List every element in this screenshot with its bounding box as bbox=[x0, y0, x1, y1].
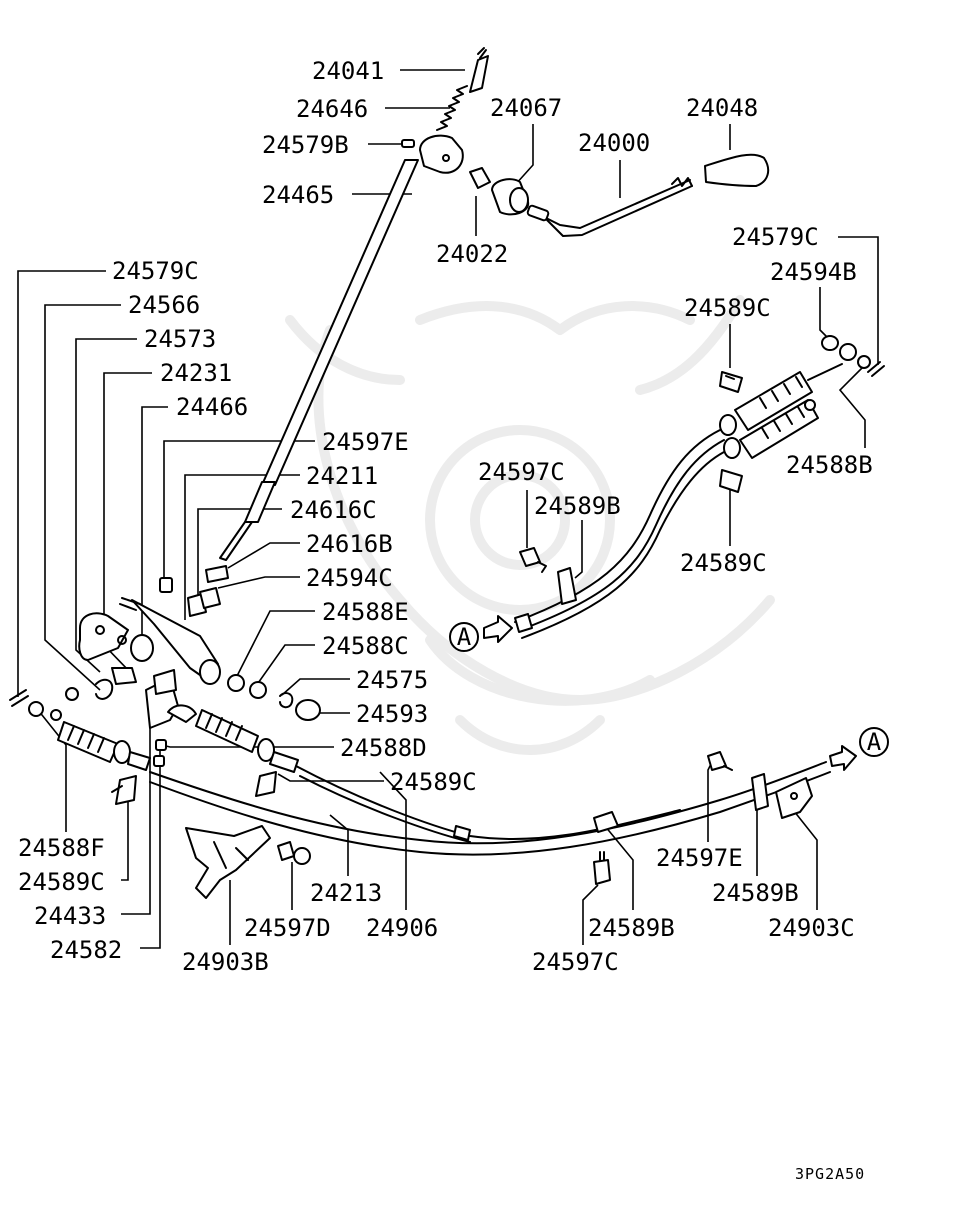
part-24903C-bracket bbox=[775, 777, 813, 819]
label-24646: 24646 bbox=[296, 95, 368, 123]
label-24588F: 24588F bbox=[18, 834, 105, 862]
label-24589C-right-bottom: 24589C bbox=[680, 549, 767, 577]
part-24041-shaft-tip bbox=[469, 47, 489, 93]
label-24616C: 24616C bbox=[290, 496, 377, 524]
part-24594B-bushing bbox=[821, 335, 857, 361]
label-24000: 24000 bbox=[578, 129, 650, 157]
part-24616B-collar bbox=[205, 565, 229, 583]
part-24575-clip bbox=[279, 692, 294, 709]
part-24589C-clip-left-bottom bbox=[111, 775, 137, 805]
label-24593: 24593 bbox=[356, 700, 428, 728]
part-24597E-bolt-mid bbox=[159, 577, 173, 593]
label-24597E-mid: 24597E bbox=[322, 428, 409, 456]
part-24597C-bolt-mid bbox=[519, 547, 547, 573]
label-24022: 24022 bbox=[436, 240, 508, 268]
label-24588B: 24588B bbox=[786, 451, 873, 479]
watermark-emblem bbox=[285, 295, 775, 755]
label-24466: 24466 bbox=[176, 393, 248, 421]
part-24589C-clip-center bbox=[255, 771, 277, 797]
label-24579B: 24579B bbox=[262, 131, 349, 159]
part-24465-shift-lever bbox=[219, 134, 464, 561]
label-24589C-center: 24589C bbox=[390, 768, 477, 796]
ref-marker-mid: A bbox=[449, 615, 513, 652]
label-24433: 24433 bbox=[34, 902, 106, 930]
part-24433-bracket bbox=[145, 669, 179, 729]
diagram-code: 3PG2A50 bbox=[795, 1165, 865, 1183]
label-24588C: 24588C bbox=[322, 632, 409, 660]
part-24466-bushing bbox=[130, 634, 154, 662]
part-24589C-clip-lower bbox=[719, 469, 743, 493]
label-24589B-bottom: 24589B bbox=[588, 914, 675, 942]
part-24597D-bolt bbox=[277, 841, 311, 865]
label-24211: 24211 bbox=[306, 462, 378, 490]
label-24573: 24573 bbox=[144, 325, 216, 353]
label-24594B: 24594B bbox=[770, 258, 857, 286]
label-24213: 24213 bbox=[310, 879, 382, 907]
part-24588C-washer bbox=[249, 681, 267, 699]
part-24589B-bracket-bottom bbox=[593, 811, 619, 833]
label-24589B-right: 24589B bbox=[712, 879, 799, 907]
ref-marker-mid-label: A bbox=[457, 623, 472, 651]
label-24903C: 24903C bbox=[768, 914, 855, 942]
part-24000-lever-rod bbox=[526, 177, 693, 237]
part-24589B-bracket-mid bbox=[557, 567, 577, 605]
part-24597C-bolt-bottom bbox=[593, 851, 611, 885]
part-24903B-bracket bbox=[185, 825, 271, 899]
part-24231-pin bbox=[65, 667, 137, 701]
label-24465: 24465 bbox=[262, 181, 334, 209]
label-24566: 24566 bbox=[128, 291, 200, 319]
label-24594C: 24594C bbox=[306, 564, 393, 592]
part-24579B-pin bbox=[401, 139, 415, 148]
part-24048-knob bbox=[704, 153, 770, 187]
part-cable-boot-left bbox=[57, 721, 151, 771]
part-24588E-washer bbox=[227, 674, 245, 692]
label-24588D: 24588D bbox=[340, 734, 427, 762]
ref-marker-right: A bbox=[829, 727, 889, 771]
part-24589B-bracket-right bbox=[751, 773, 769, 811]
label-24589C-right-top: 24589C bbox=[684, 294, 771, 322]
part-24597E-bolt-right bbox=[707, 751, 733, 771]
part-24588F-washer bbox=[28, 701, 62, 721]
part-24593-bushing bbox=[295, 699, 321, 721]
label-24597E-right: 24597E bbox=[656, 844, 743, 872]
leader-lines bbox=[17, 69, 879, 949]
part-24067-boot bbox=[491, 178, 530, 216]
label-24231: 24231 bbox=[160, 359, 232, 387]
label-24579C-top-right: 24579C bbox=[732, 223, 819, 251]
ref-marker-right-label: A bbox=[867, 728, 882, 756]
label-24589C-left-bottom: 24589C bbox=[18, 868, 105, 896]
part-24589C-clip-upper bbox=[719, 371, 743, 393]
label-24597C-bottom: 24597C bbox=[532, 948, 619, 976]
part-24566-lever bbox=[78, 612, 129, 661]
part-cable-boot-center bbox=[167, 704, 299, 773]
part-24594C-bushing bbox=[199, 587, 221, 609]
label-24067: 24067 bbox=[490, 94, 562, 122]
label-24597C-mid: 24597C bbox=[478, 458, 565, 486]
label-24597D: 24597D bbox=[244, 914, 331, 942]
part-24588B-washer bbox=[857, 355, 871, 369]
label-24616B: 24616B bbox=[306, 530, 393, 558]
part-24646-spring bbox=[436, 85, 468, 131]
part-labels: 24041 24646 24579B 24465 24067 24000 240… bbox=[18, 57, 873, 976]
label-24048: 24048 bbox=[686, 94, 758, 122]
part-24573-washer bbox=[95, 678, 114, 700]
label-24041: 24041 bbox=[312, 57, 384, 85]
label-24579C-left: 24579C bbox=[112, 257, 199, 285]
part-24022-bushing bbox=[469, 167, 491, 189]
part-cable-boots-upper bbox=[719, 363, 843, 459]
part-24582-spacer bbox=[153, 739, 167, 767]
label-24575: 24575 bbox=[356, 666, 428, 694]
label-24903B: 24903B bbox=[182, 948, 269, 976]
label-24588E: 24588E bbox=[322, 598, 409, 626]
label-24906: 24906 bbox=[366, 914, 438, 942]
label-24589B-mid: 24589B bbox=[534, 492, 621, 520]
label-24582: 24582 bbox=[50, 936, 122, 964]
part-24211-bracket bbox=[119, 597, 221, 685]
part-24579C-clip-left bbox=[9, 689, 29, 707]
part-24579C-clip-right bbox=[867, 361, 885, 377]
